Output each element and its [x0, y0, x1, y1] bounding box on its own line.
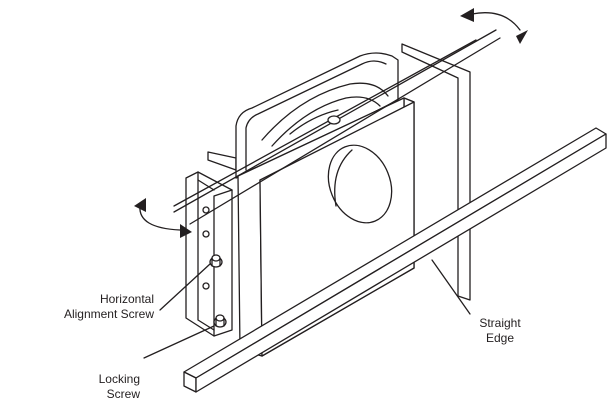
label-horizontal-alignment-screw: Horizontal Alignment Screw: [63, 292, 154, 321]
rotation-arrow-top-icon: [460, 8, 528, 44]
fan-housing: [235, 52, 399, 179]
side-plate: [185, 171, 233, 337]
rotation-arrow-left-icon: [134, 198, 192, 238]
mounting-bracket: [207, 43, 471, 301]
horizontal-alignment-screw: [209, 254, 223, 268]
locking-screw: [213, 314, 227, 328]
leader-lines: [143, 259, 471, 359]
label-straight-edge: Straight Edge: [479, 316, 521, 345]
sight-lines: [173, 29, 501, 225]
lens-window: [327, 144, 393, 224]
straight-edge-bar: [183, 127, 607, 393]
label-locking-screw: Locking Screw: [98, 372, 140, 401]
